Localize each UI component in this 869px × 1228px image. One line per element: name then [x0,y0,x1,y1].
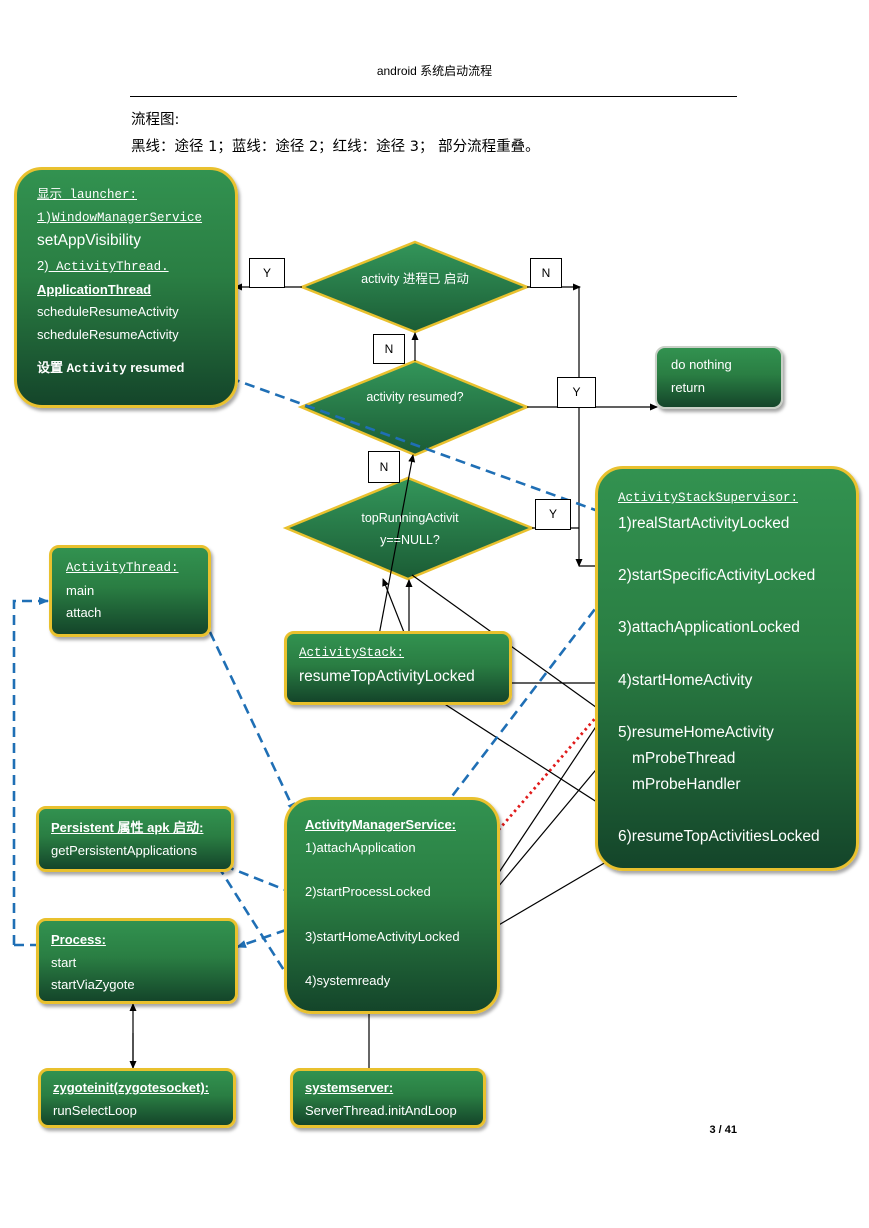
activity-stack-line: resumeTopActivityLocked [299,667,475,685]
page-header: android 系统启动流程 [376,64,493,78]
launcher-box-title: 显示 launcher: [37,188,138,202]
activity-thread-line: attach [66,605,102,620]
launcher-box-line: setAppVisibility [37,232,141,249]
activity-stack-title: ActivityStack: [299,646,405,660]
decision-resumed-text: activity resumed? [335,386,495,408]
launcher-box-line: 2) [37,258,49,273]
zygote-line: runSelectLoop [53,1102,137,1118]
activity-manager-service-box: ActivityManagerService: 1)attachApplicat… [284,797,500,1014]
supervisor-item: 4)startHomeActivity [618,672,753,689]
branch-label-yes: Y [557,377,596,408]
supervisor-item: 5)resumeHomeActivity [618,724,774,741]
activity-thread-box: ActivityThread: main attach [49,545,211,637]
branch-label-no: N [368,451,400,483]
process-line: startViaZygote [51,977,135,992]
header-rule [130,96,737,97]
intro-legend: 黑线：途径 1；蓝线：途径 2；红线：途径 3； 部分流程重叠。 [131,139,540,155]
persistent-title: Persistent 属性 apk 启动: [51,820,204,835]
activity-stack-supervisor-box: ActivityStackSupervisor: 1)realStartActi… [595,466,859,871]
ams-title: ActivityManagerService: [305,817,457,832]
launcher-box-line: scheduleResumeActivity [37,326,179,342]
launcher-box: 显示 launcher: 1)WindowManagerService setA… [14,167,238,408]
launcher-box-line: resumed [126,360,185,375]
decision-top-null-line1: topRunningActivit [361,511,459,525]
zygote-title: zygoteinit(zygotesocket): [53,1080,210,1095]
systemserver-title: systemserver: [305,1080,394,1095]
do-nothing-line: do nothing [671,357,732,372]
branch-label-yes: Y [535,499,571,530]
branch-label-no: N [530,258,562,288]
systemserver-box: systemserver: ServerThread.initAndLoop [290,1068,486,1128]
do-nothing-box: do nothing return [655,346,783,409]
page-number: 3 / 41 [709,1124,737,1136]
ams-item: 3)startHomeActivityLocked [305,928,460,944]
zygote-box: zygoteinit(zygotesocket): runSelectLoop [38,1068,236,1128]
decision-resumed-line1: activity [366,390,405,404]
supervisor-item: 2)startSpecificActivityLocked [618,567,816,584]
persistent-line: getPersistentApplications [51,842,197,858]
process-title: Process: [51,932,106,947]
ams-item: 1)attachApplication [305,839,416,855]
activity-stack-box: ActivityStack: resumeTopActivityLocked [284,631,512,705]
launcher-box-line: 1)WindowManagerService [37,210,203,225]
supervisor-item: 6)resumeTopActivitiesLocked [618,828,820,845]
supervisor-item: 3)attachApplicationLocked [618,619,800,636]
launcher-box-line: Activity [66,362,127,376]
process-line: start [51,954,77,970]
persistent-box: Persistent 属性 apk 启动: getPersistentAppli… [36,806,234,872]
decision-started-line2: 启动 [443,272,469,286]
decision-resumed-line2: resumed? [408,390,464,404]
branch-label-yes: Y [249,258,285,288]
decision-top-null-text: topRunningActivit y==NULL? [330,507,490,551]
decision-diamond-resumed [297,359,531,457]
do-nothing-line: return [671,379,705,395]
branch-label-no: N [373,334,405,364]
launcher-box-line: scheduleResumeActivity [37,304,179,319]
launcher-box-line: 设置 [37,360,67,375]
activity-thread-title: ActivityThread: [66,561,179,575]
ams-item: 2)startProcessLocked [305,884,431,899]
decision-started-text: activity 进程已 启动 [335,268,495,290]
supervisor-item: 1)realStartActivityLocked [618,515,790,532]
supervisor-title: ActivityStackSupervisor: [618,491,799,505]
intro-title: 流程图: [131,112,180,128]
activity-thread-line: main [66,582,95,598]
decision-started-line1: activity 进程已 [361,272,441,286]
systemserver-line: ServerThread.initAndLoop [305,1102,457,1118]
supervisor-item: mProbeThread [632,750,736,767]
decision-top-null-line2: y==NULL? [380,533,440,547]
process-box: Process: start startViaZygote [36,918,238,1004]
launcher-box-line: ActivityThread. [48,260,169,274]
ams-item: 4)systemready [305,973,391,988]
launcher-box-line: ApplicationThread [37,281,152,297]
supervisor-item: mProbeHandler [632,776,741,793]
